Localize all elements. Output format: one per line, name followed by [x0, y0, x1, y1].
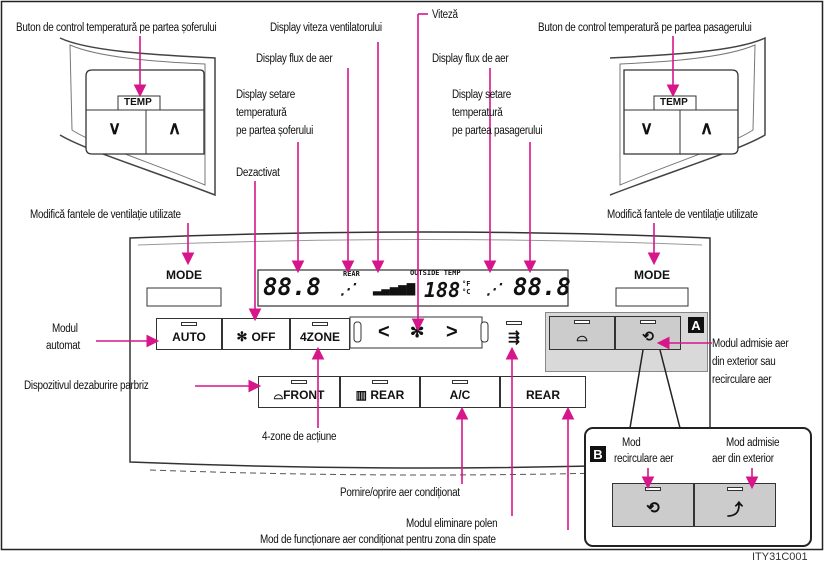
label-passenger-temp-display-3: pe partea pasagerului	[452, 125, 543, 137]
fan-increase-button[interactable]: >	[446, 321, 458, 343]
outside-temp-tag: OUTSIDE TEMP	[410, 269, 461, 277]
label-recirc-2: recirculare aer	[614, 453, 674, 465]
label-intake-2: din exterior sau	[712, 356, 776, 368]
label-ac-toggle: Pornire/oprire aer condiționat	[340, 487, 460, 499]
fan-icon: ✻	[236, 329, 248, 344]
recirculation-button-a[interactable]: ⌓	[549, 316, 615, 350]
rear-defrost-icon: ▥	[355, 388, 367, 402]
pollen-icon: ⇶	[508, 328, 520, 345]
outside-air-button-b[interactable]: ⤴	[694, 483, 776, 527]
fan-decrease-button[interactable]: <	[378, 321, 390, 343]
temp-label-right: TEMP	[660, 97, 688, 108]
windshield-defrost-icon: ⌓	[273, 387, 284, 402]
airflow-icon-right: ⋰	[486, 280, 501, 298]
label-driver-temp-display-2: temperatură	[236, 107, 287, 119]
callout-b: B	[590, 446, 606, 462]
label-passenger-temp-display-2: temperatură	[452, 107, 503, 119]
fan-off-button[interactable]: ✻OFF	[222, 318, 290, 350]
recirculation-button-b[interactable]: ⟲	[612, 483, 694, 527]
rear-ac-button[interactable]: REAR	[500, 376, 586, 408]
label-airflow-left: Display flux de aer	[256, 53, 333, 65]
callout-a: A	[688, 317, 704, 333]
rear-defrost-button[interactable]: ▥ REAR	[340, 376, 420, 408]
driver-temp-up-button[interactable]: ∧	[168, 118, 182, 138]
ac-button[interactable]: A/C	[420, 376, 500, 408]
outside-air-button-a[interactable]: ⟲	[615, 316, 681, 350]
label-intake-1: Modul admisie aer	[712, 338, 789, 350]
mode-right-button[interactable]: MODE	[634, 268, 670, 282]
label-auto-2: automat	[46, 340, 80, 352]
label-defrost: Dispozitivul dezaburire parbriz	[24, 380, 149, 392]
mode-left-button[interactable]: MODE	[166, 268, 202, 282]
label-auto-1: Modul	[52, 323, 78, 335]
pollen-mode-button[interactable]: ⇶	[490, 318, 538, 350]
temp-units: °F °C	[462, 280, 471, 296]
passenger-temp-down-button[interactable]: ∨	[640, 118, 654, 138]
label-pollen: Modul eliminare polen	[406, 518, 498, 530]
driver-temp-down-button[interactable]: ∨	[108, 118, 122, 138]
label-vents-left: Modifică fantele de ventilație utilizate	[30, 209, 181, 221]
label-driver-temp-display-1: Display setare	[236, 89, 296, 101]
label-outside-2: aer din exterior	[712, 453, 774, 465]
driver-temp-readout: 88.8	[263, 273, 321, 301]
label-driver-temp-display-3: pe partea șoferului	[236, 125, 314, 137]
label-passenger-temp-display-1: Display setare	[452, 89, 512, 101]
recirculation-icon: ⟲	[646, 500, 660, 517]
windshield-icon: ⌓	[576, 327, 588, 344]
outside-temp-readout: 188	[424, 278, 461, 302]
fan-level-icon: ▂▃▄▅▆	[373, 280, 416, 296]
label-driver-temp-button: Buton de control temperatură pe partea ș…	[16, 22, 217, 34]
rear-tag: REAR	[343, 270, 360, 278]
front-defrost-button[interactable]: ⌓FRONT	[258, 376, 340, 408]
label-outside-1: Mod admisie	[726, 437, 780, 449]
airflow-icon-left: ⋰	[340, 280, 355, 298]
outside-air-icon: ⤴	[726, 502, 743, 519]
label-intake-3: recirculare aer	[712, 374, 772, 386]
figure-code: ITY31C001	[752, 551, 808, 563]
recirculation-icon: ⟲	[642, 327, 654, 344]
label-off: Dezactivat	[236, 167, 280, 179]
passenger-temp-up-button[interactable]: ∧	[700, 118, 714, 138]
label-rear-zone-ac: Mod de funcționare aer condiționat pentr…	[260, 534, 496, 546]
label-recirc-1: Mod	[622, 437, 641, 449]
label-passenger-temp-button: Buton de control temperatură pe partea p…	[538, 22, 752, 34]
four-zone-button[interactable]: 4ZONE	[290, 318, 350, 350]
passenger-temp-readout: 88.8	[513, 273, 571, 301]
label-airflow-right: Display flux de aer	[432, 53, 509, 65]
label-fan-speed-display: Display viteza ventilatorului	[270, 22, 382, 34]
label-speed: Viteză	[432, 9, 458, 21]
label-vents-right: Modifică fantele de ventilație utilizate	[607, 209, 758, 221]
auto-button[interactable]: AUTO	[156, 318, 222, 350]
label-four-zone: 4-zone de acțiune	[262, 431, 337, 443]
temp-label-left: TEMP	[124, 97, 152, 108]
